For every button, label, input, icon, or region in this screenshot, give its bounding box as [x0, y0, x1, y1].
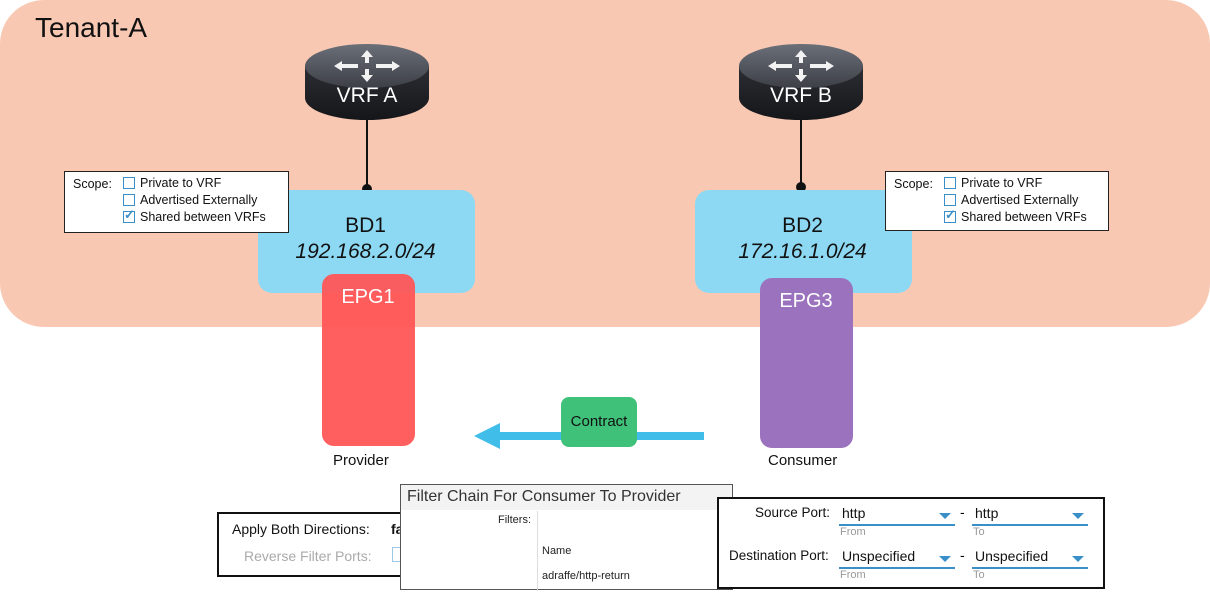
router-vrf-a: VRF A: [304, 36, 430, 146]
filter-chain-title: Filter Chain For Consumer To Provider: [407, 488, 681, 505]
chevron-down-icon: [1072, 513, 1084, 519]
router-icon: [305, 44, 429, 120]
epg-label: EPG3: [779, 290, 833, 312]
bd-subnet: 192.168.2.0/24: [295, 240, 436, 263]
epg3-block: [760, 278, 853, 448]
source-port-from-dropdown[interactable]: http: [839, 503, 955, 526]
filter-chain-header: [401, 485, 732, 510]
from-caption: From: [840, 526, 866, 538]
chevron-down-icon: [939, 513, 951, 519]
scope-label: Scope:: [894, 177, 933, 191]
bd-subnet: 172.16.1.0/24: [738, 240, 867, 263]
bd-name: BD1: [345, 214, 386, 237]
epg-label: EPG1: [341, 286, 395, 308]
scope-option-shared[interactable]: Shared between VRFs: [123, 207, 266, 224]
checkbox-icon[interactable]: [944, 194, 956, 206]
destination-port-label: Destination Port:: [729, 548, 829, 563]
scope-box-bd1: Scope: Private to VRF Advertised Externa…: [64, 171, 289, 233]
ports-panel: Source Port: http From - http To Destina…: [717, 497, 1105, 589]
to-caption: To: [973, 526, 985, 538]
tenant-label: Tenant-A: [35, 12, 148, 43]
checkbox-checked-icon[interactable]: [944, 207, 956, 223]
chevron-down-icon: [939, 556, 951, 562]
filter-name-header: Name: [542, 545, 572, 557]
source-port-to-dropdown[interactable]: http: [972, 503, 1088, 526]
to-caption: To: [973, 569, 985, 581]
filters-label: Filters:: [498, 514, 531, 526]
filter-chain-panel: Filter Chain For Consumer To Provider Fi…: [400, 484, 733, 591]
router-icon: [739, 44, 863, 120]
checkbox-checked-icon[interactable]: [123, 207, 135, 223]
scope-box-bd2: Scope: Private to VRF Advertised Externa…: [885, 171, 1109, 231]
provider-label: Provider: [333, 452, 389, 469]
checkbox-icon[interactable]: [123, 177, 135, 189]
scope-option-private[interactable]: Private to VRF: [123, 176, 221, 190]
contract-label[interactable]: Contract: [561, 397, 637, 447]
tenant-container: [0, 0, 1210, 327]
consumer-label: Consumer: [768, 452, 838, 469]
separator: -: [960, 547, 965, 563]
filter-name-value[interactable]: adraffe/http-return: [542, 570, 630, 582]
bd-name: BD2: [782, 214, 823, 237]
source-port-label: Source Port:: [755, 505, 831, 520]
scope-label: Scope:: [73, 177, 112, 191]
scope-option-advertised[interactable]: Advertised Externally: [944, 193, 1078, 207]
scope-option-private[interactable]: Private to VRF: [944, 176, 1042, 190]
bridge-domain-bd2: [695, 190, 912, 293]
destination-port-to-dropdown[interactable]: Unspecified: [972, 546, 1088, 569]
scope-option-shared[interactable]: Shared between VRFs: [944, 207, 1087, 224]
epg1-block: [322, 274, 415, 446]
apply-both-directions-label: Apply Both Directions:: [232, 521, 370, 537]
router-vrf-b: VRF B: [738, 36, 864, 146]
router-label: VRF A: [336, 84, 398, 107]
scope-option-advertised[interactable]: Advertised Externally: [123, 193, 257, 207]
destination-port-from-dropdown[interactable]: Unspecified: [839, 546, 955, 569]
reverse-filter-ports-label: Reverse Filter Ports:: [244, 548, 372, 564]
checkbox-icon[interactable]: [944, 177, 956, 189]
separator: -: [960, 504, 965, 520]
filters-divider: [537, 511, 538, 591]
from-caption: From: [840, 569, 866, 581]
router-label: VRF B: [770, 84, 832, 107]
chevron-down-icon: [1072, 556, 1084, 562]
checkbox-icon[interactable]: [123, 194, 135, 206]
